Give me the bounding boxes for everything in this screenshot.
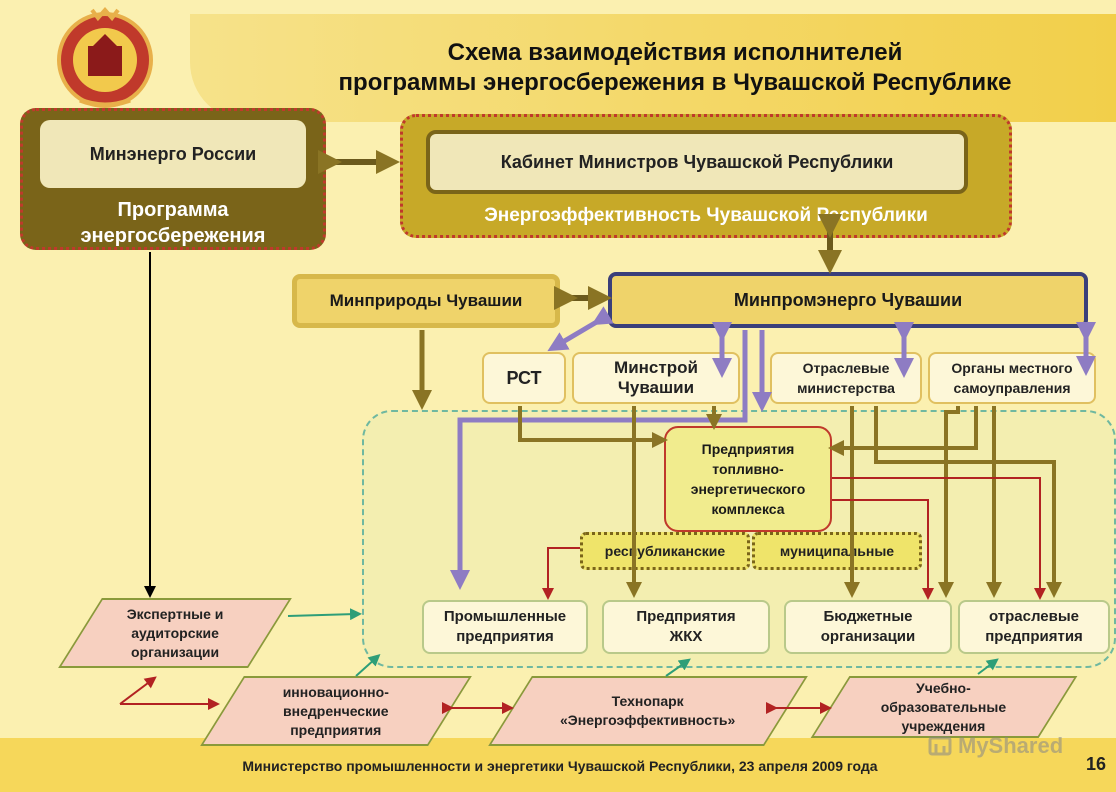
title-line-1: Схема взаимодействия исполнителей [447, 39, 903, 66]
industrial-enterprises-box: Промышленные предприятия [422, 600, 588, 654]
arrow-technopark-area [665, 658, 691, 677]
sector-enterprises-box: отраслевые предприятия [958, 600, 1110, 654]
zhkh-enterprises-box: Предприятия ЖКХ [602, 600, 770, 654]
arrow-innov-area [355, 653, 381, 677]
energy-efficiency-caption: Энергоэффективность Чувашской Республики [484, 205, 928, 226]
arrow-rst-tek [518, 406, 668, 448]
arrow-sector-enterprises [874, 406, 1062, 598]
cabinet-ministers-label: Кабинет Министров Чувашской Республики [500, 151, 894, 172]
arrow-local-budget [938, 406, 960, 598]
program-caption-line-1: Программа [117, 199, 229, 221]
tek-enterprises-box: Предприятия топливно- энергетического ко… [664, 426, 832, 532]
minstroy-box: Минстрой Чувашии [572, 352, 740, 404]
arrow-innov-expert-up [119, 676, 157, 705]
arrow-minpromenergo-industrial [450, 330, 748, 590]
rst-box: РСТ [482, 352, 566, 404]
minenergo-russia-box: Минэнерго России [40, 120, 306, 188]
coat-of-arms-icon [50, 2, 160, 110]
arrow-tek-budget [832, 499, 934, 600]
arrow-local-tek [828, 406, 978, 456]
page-title: Схема взаимодействия исполнителей програ… [250, 38, 1100, 98]
municipal-level-box: муниципальные [752, 532, 922, 570]
minpromenergo-box: Минпромэнерго Чувашии [608, 272, 1088, 328]
arrow-expert-area [287, 608, 362, 621]
program-caption: Программа энергосбережения [40, 196, 306, 250]
arrow-education-area [977, 658, 999, 675]
footer-text: Министерство промышленности и энергетики… [242, 758, 878, 774]
arrow-republican-industrial [542, 547, 580, 600]
cabinet-ministers-box: Кабинет Министров Чувашской Республики [426, 130, 968, 194]
local-government-box: Органы местного самоуправления [928, 352, 1096, 404]
title-line-2: программы энергосбережения в Чувашской Р… [338, 69, 1012, 96]
arrow-tek-sector [832, 477, 1046, 600]
arrow-minpromenergo-rst [547, 306, 614, 352]
program-caption-line-2: энергосбережения [80, 225, 266, 247]
myshared-logo-icon: MyShared [928, 732, 1088, 760]
watermark-text: MyShared [958, 733, 1064, 758]
page-number: 16 [1085, 754, 1106, 774]
minenergo-label: Минэнерго России [89, 143, 257, 164]
budget-organizations-box: Бюджетные организации [784, 600, 952, 654]
header-band [190, 14, 1116, 122]
